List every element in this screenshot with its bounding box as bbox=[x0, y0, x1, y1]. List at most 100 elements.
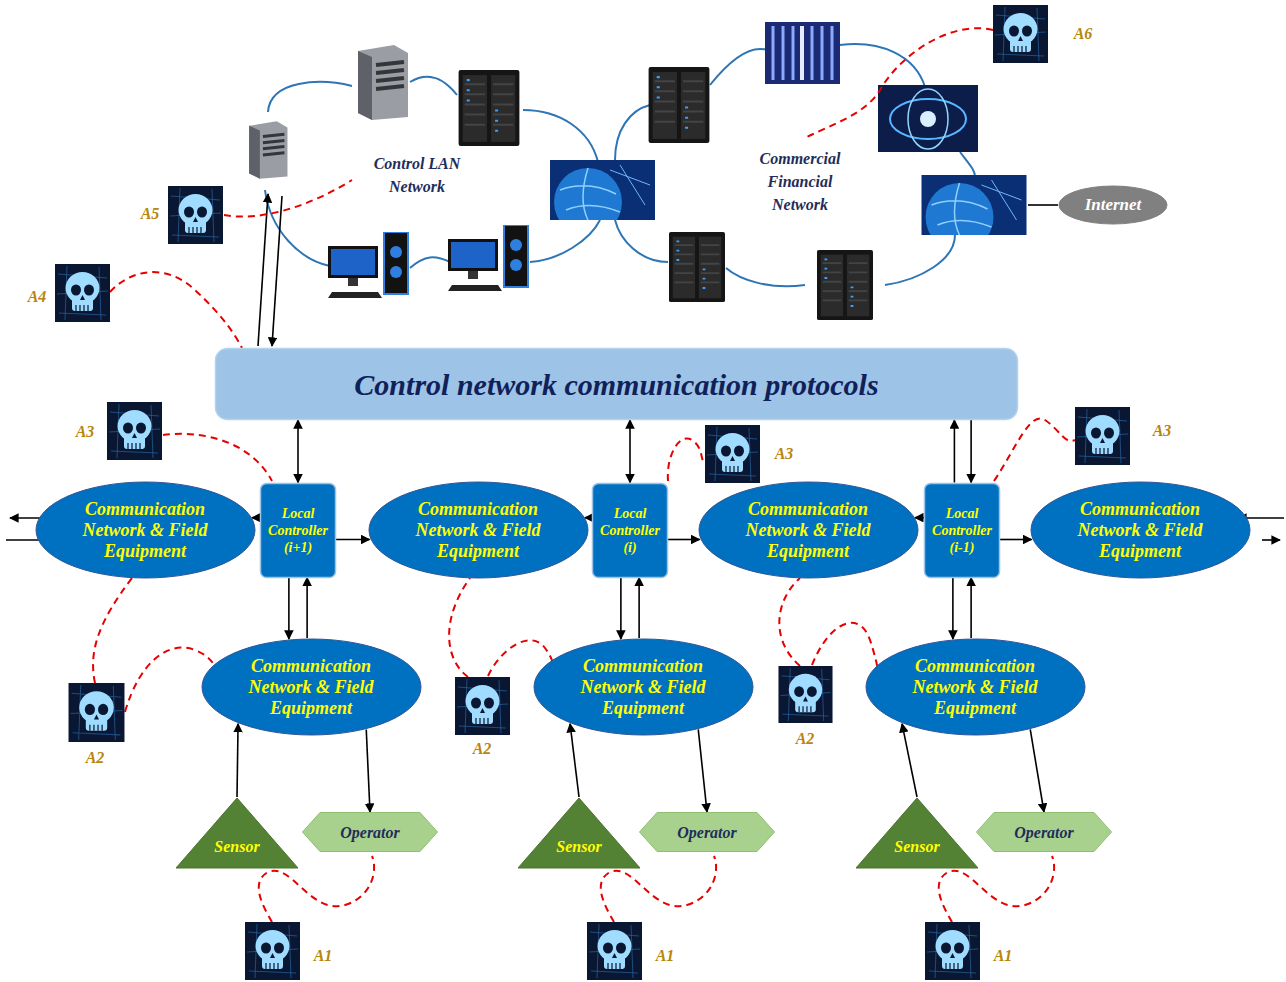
server-rack bbox=[817, 250, 873, 320]
attack-path bbox=[805, 28, 993, 138]
server-tower bbox=[358, 45, 408, 120]
node-text: Local Controller (i+1) bbox=[266, 505, 330, 556]
attack-path bbox=[779, 578, 800, 666]
connector-arrow bbox=[952, 578, 954, 639]
external-arrow bbox=[1262, 539, 1280, 541]
connector-arrow bbox=[915, 517, 924, 519]
attacker-skull bbox=[778, 666, 832, 723]
attacker-skull bbox=[168, 186, 223, 244]
node-text: Sensor bbox=[214, 837, 259, 856]
node-text: Operator bbox=[340, 823, 400, 842]
network-label: Commercial Financial Network bbox=[750, 147, 850, 216]
connector-arrow bbox=[237, 724, 238, 797]
field-network-ellipse-outline bbox=[534, 639, 753, 735]
attacker-skull bbox=[1075, 407, 1130, 465]
operator-hexagon-outline bbox=[303, 813, 438, 852]
field-network-ellipse-outline bbox=[36, 482, 255, 578]
connector-arrow bbox=[306, 578, 308, 639]
local-controller-box: Local Controller (i+1) bbox=[260, 483, 336, 578]
server-rack bbox=[459, 70, 520, 146]
node-text: Communication Network & Field Equipment bbox=[70, 499, 220, 562]
field-network-ellipse: Communication Network & Field Equipment bbox=[1030, 481, 1251, 579]
attack-label: A4 bbox=[28, 285, 47, 308]
sensor-triangle: Sensor bbox=[175, 797, 299, 869]
globe-image bbox=[922, 175, 1027, 251]
attack-label: A3 bbox=[76, 420, 95, 443]
node-text: Communication Network & Field Equipment bbox=[403, 499, 553, 562]
attacker-skull bbox=[455, 677, 510, 735]
connector-arrow bbox=[970, 578, 972, 639]
sensor-triangle-outline bbox=[518, 798, 640, 868]
node-text: Operator bbox=[677, 823, 737, 842]
connector-arrow bbox=[638, 578, 640, 639]
node-text: Communication Network & Field Equipment bbox=[733, 499, 883, 562]
network-glow-image bbox=[878, 85, 978, 152]
node-text: Communication Network & Field Equipment bbox=[900, 656, 1050, 719]
attack-label: A2 bbox=[796, 727, 815, 750]
network-link bbox=[615, 105, 650, 160]
network-link bbox=[523, 110, 598, 162]
network-link bbox=[885, 235, 955, 285]
attack-path bbox=[93, 578, 132, 683]
connector-arrow bbox=[297, 420, 299, 483]
network-link bbox=[268, 82, 352, 112]
operator-hexagon: Operator bbox=[639, 812, 775, 852]
internet-link bbox=[1028, 204, 1058, 206]
node-text: Operator bbox=[1014, 823, 1074, 842]
network-link bbox=[960, 152, 975, 177]
node-text: Sensor bbox=[894, 837, 939, 856]
network-link bbox=[615, 220, 668, 262]
field-network-ellipse: Communication Network & Field Equipment bbox=[35, 481, 256, 579]
network-link bbox=[265, 190, 330, 266]
operator-hexagon: Operator bbox=[302, 812, 438, 852]
attacker-skull bbox=[705, 425, 760, 483]
attack-label: A2 bbox=[473, 737, 492, 760]
field-network-ellipse: Communication Network & Field Equipment bbox=[201, 638, 422, 736]
connector-arrow bbox=[288, 578, 290, 639]
attack-paths bbox=[93, 28, 1075, 922]
node-text: Control network communication protocols bbox=[354, 367, 878, 402]
connector-arrow bbox=[252, 517, 260, 519]
field-network-ellipse-outline bbox=[369, 482, 588, 578]
connector-arrow bbox=[698, 729, 707, 812]
attack-path bbox=[668, 438, 705, 481]
field-network-ellipse-outline bbox=[202, 639, 421, 735]
attacker-skull bbox=[55, 264, 110, 322]
local-controller-box: Local Controller (i) bbox=[592, 483, 668, 578]
node-text: Sensor bbox=[556, 837, 601, 856]
connector-arrow bbox=[668, 539, 700, 541]
attacker-skull bbox=[69, 683, 125, 742]
field-network-ellipse: Communication Network & Field Equipment bbox=[368, 481, 589, 579]
connector-arrow bbox=[570, 724, 579, 797]
node-text: Internet bbox=[1085, 195, 1142, 215]
globe-image bbox=[550, 160, 655, 236]
attack-label: A1 bbox=[314, 944, 333, 967]
node-text: Communication Network & Field Equipment bbox=[568, 656, 718, 719]
attack-label: A1 bbox=[656, 944, 675, 967]
node-text: Communication Network & Field Equipment bbox=[1065, 499, 1215, 562]
connector-arrow bbox=[954, 420, 956, 483]
server-rack bbox=[649, 67, 710, 143]
connector-arrow bbox=[336, 539, 370, 541]
datacenter-image bbox=[765, 22, 840, 84]
attacker-skull bbox=[245, 922, 300, 980]
connector-arrow bbox=[902, 724, 917, 797]
connector-arrow bbox=[585, 517, 592, 519]
network-link bbox=[710, 49, 767, 85]
sensor-triangle: Sensor bbox=[517, 797, 641, 869]
node-text: Local Controller (i) bbox=[598, 505, 662, 556]
desktop-computer bbox=[448, 225, 528, 291]
network-label: Control LAN Network bbox=[361, 152, 473, 198]
operator-hexagon-outline bbox=[640, 813, 775, 852]
protocol-band-outline bbox=[216, 349, 1018, 420]
attack-path bbox=[163, 434, 272, 481]
connector-arrow bbox=[629, 420, 631, 483]
field-network-ellipse: Communication Network & Field Equipment bbox=[698, 481, 919, 579]
connector-arrow bbox=[366, 729, 370, 812]
node-text: Local Controller (i-1) bbox=[930, 505, 994, 556]
attack-label: A5 bbox=[141, 202, 160, 225]
attacker-skull bbox=[993, 5, 1048, 63]
sensor-triangle-shape bbox=[175, 797, 299, 869]
operator-hexagon-outline bbox=[977, 813, 1112, 852]
network-link bbox=[726, 268, 805, 286]
